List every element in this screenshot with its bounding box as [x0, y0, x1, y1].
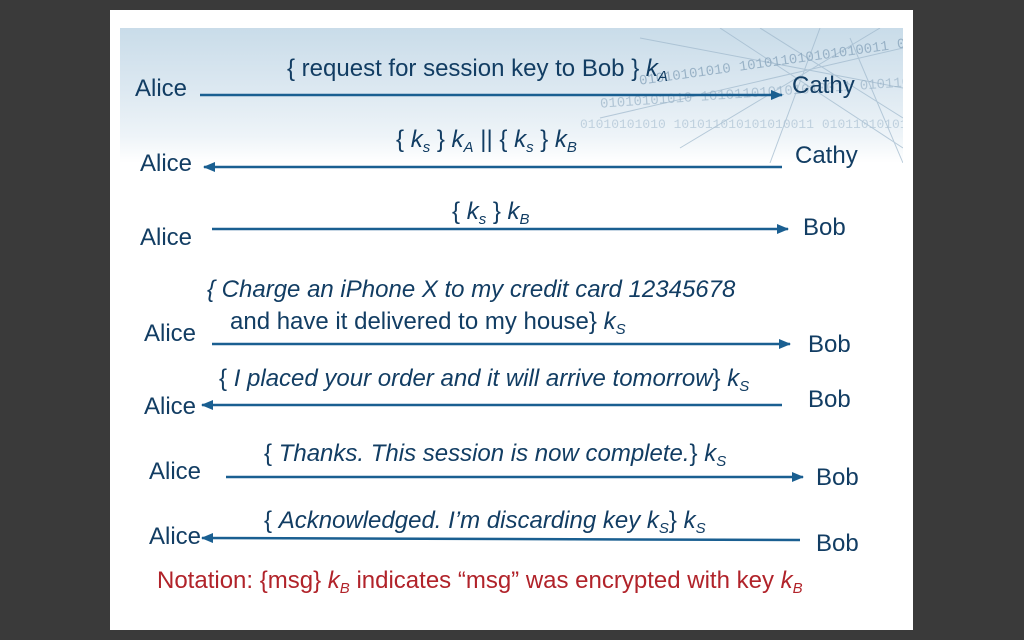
message-2: { ks } kA || { ks } kB [396, 126, 577, 156]
message-5: { I placed your order and it will arrive… [219, 365, 750, 395]
receiver-label-bob: Bob [816, 530, 859, 557]
arrow-7 [201, 533, 801, 544]
message-4-line-1: { Charge an iPhone X to my credit card 1… [207, 276, 736, 303]
sender-label-alice: Alice [149, 523, 202, 550]
sender-label-alice: Alice [135, 75, 188, 102]
message-6: { Thanks. This session is now complete.}… [264, 440, 727, 470]
message-4-line-2: and have it delivered to my house} kS [230, 308, 626, 338]
message-1: { request for session key to Bob } kA [287, 55, 668, 85]
sender-label-alice: Alice [149, 458, 202, 485]
receiver-label-bob: Bob [808, 386, 851, 413]
message-7: { Acknowledged. I’m discarding key kS} k… [264, 507, 706, 537]
sender-label-alice: Alice [140, 150, 193, 177]
notation-footnote: Notation: {msg} kB indicates “msg” was e… [157, 567, 803, 597]
message-3: { ks } kB [452, 198, 530, 228]
receiver-label-bob: Bob [816, 464, 859, 491]
binary-network-graphic: 01010101010 101011010101010011 010110101… [580, 28, 903, 163]
sender-label-alice: Alice [140, 224, 193, 251]
receiver-label-bob: Bob [808, 331, 851, 358]
receiver-label-bob: Bob [803, 214, 846, 241]
receiver-label-cathy: Cathy [792, 72, 855, 99]
receiver-label-cathy: Cathy [795, 142, 858, 169]
sender-label-alice: Alice [144, 393, 197, 420]
binary-text: 01010101010 101011010101010011 010110101… [580, 117, 903, 132]
sender-label-alice: Alice [144, 320, 197, 347]
